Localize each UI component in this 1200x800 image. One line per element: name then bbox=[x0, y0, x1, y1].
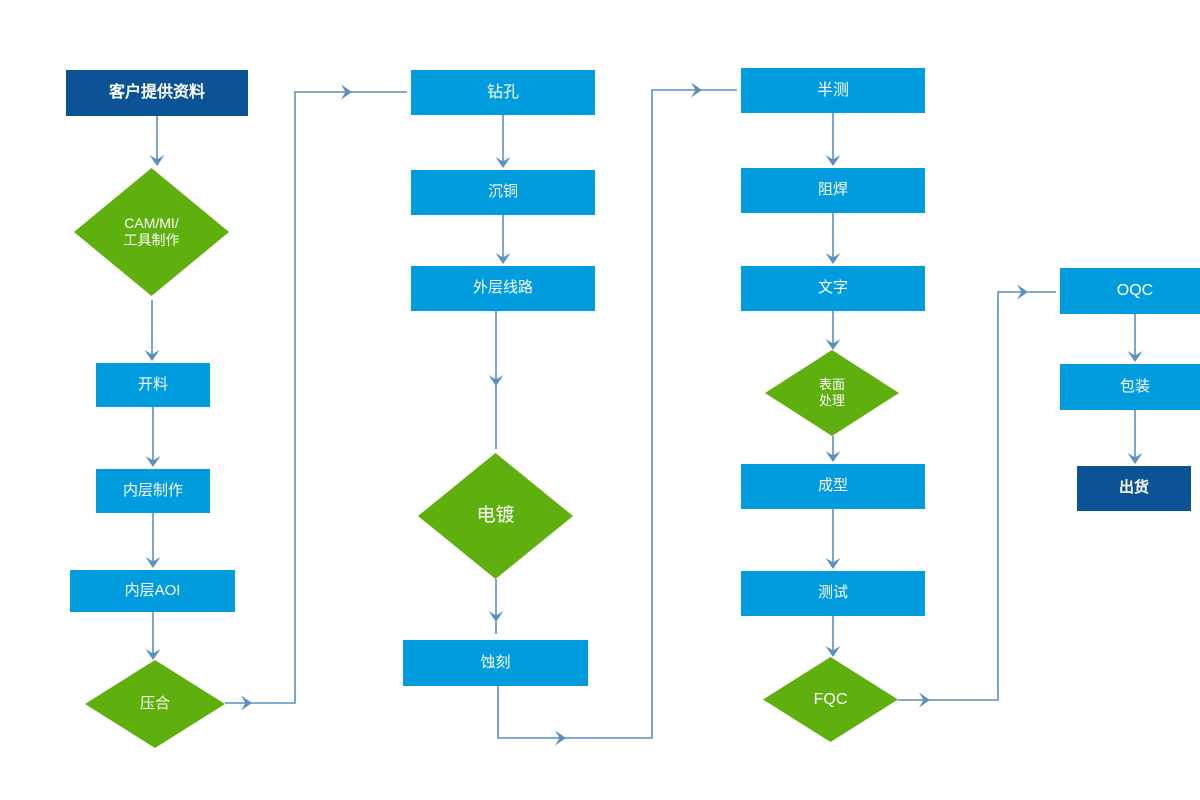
diamond-shape bbox=[418, 453, 573, 579]
diamond-shape bbox=[763, 657, 898, 742]
node-n19[interactable]: OQC bbox=[1060, 268, 1200, 314]
diamond-shape bbox=[74, 168, 229, 296]
node-n05[interactable]: 内层AOI bbox=[70, 570, 235, 612]
node-n01[interactable]: 客户提供资料 bbox=[66, 70, 248, 116]
node-n17[interactable]: 测试 bbox=[741, 571, 925, 616]
arrowhead bbox=[919, 692, 930, 708]
node-label: 客户提供资料 bbox=[108, 84, 205, 101]
node-label: OQC bbox=[1116, 282, 1154, 299]
connector-n04-to-n05 bbox=[145, 513, 161, 568]
node-label: 出货 bbox=[1118, 479, 1149, 497]
node-n09[interactable]: 外层线路 bbox=[411, 266, 595, 311]
connector-n20-to-n21 bbox=[1127, 410, 1143, 464]
arrowhead bbox=[149, 155, 165, 166]
connector-n08-to-n09 bbox=[495, 215, 511, 264]
node-label: 内层制作 bbox=[122, 481, 183, 499]
node-label: 文字 bbox=[817, 279, 848, 297]
diamond-shape bbox=[85, 660, 225, 748]
connector-n15-to-n16 bbox=[825, 436, 841, 462]
node-n08[interactable]: 沉铜 bbox=[411, 170, 595, 215]
arrowhead bbox=[1017, 284, 1028, 300]
connector-n02-to-n03 bbox=[144, 300, 160, 361]
node-n07[interactable]: 钻孔 bbox=[411, 70, 595, 115]
node-label: 沉铜 bbox=[487, 183, 518, 201]
arrowhead bbox=[691, 82, 702, 98]
arrowhead bbox=[825, 339, 841, 350]
connector-n17-to-n18 bbox=[825, 616, 841, 657]
node-label: 阻焊 bbox=[817, 181, 848, 199]
arrowhead bbox=[1127, 351, 1143, 362]
arrowhead bbox=[555, 730, 566, 746]
arrowhead bbox=[1127, 453, 1143, 464]
arrowhead bbox=[825, 558, 841, 569]
connector-n11-to-n12 bbox=[497, 82, 737, 746]
connector-n16-to-n17 bbox=[825, 509, 841, 569]
arrowhead bbox=[825, 646, 841, 657]
node-label: 成型 bbox=[817, 477, 848, 495]
connector-n18-to-n19 bbox=[898, 284, 1056, 708]
node-n11[interactable]: 蚀刻 bbox=[403, 640, 588, 686]
node-label: 半测 bbox=[816, 81, 849, 99]
node-n14[interactable]: 文字 bbox=[741, 266, 925, 311]
node-n06[interactable]: 压合 bbox=[85, 660, 225, 748]
node-label: 测试 bbox=[817, 584, 848, 602]
arrowhead bbox=[341, 84, 352, 100]
arrowhead bbox=[145, 649, 161, 660]
node-n15[interactable]: 表面 处理 bbox=[765, 350, 899, 436]
arrowhead bbox=[825, 451, 841, 462]
arrowhead bbox=[488, 375, 504, 386]
connector-n14-to-n15 bbox=[825, 311, 841, 350]
arrowhead bbox=[145, 557, 161, 568]
connector-n07-to-n08 bbox=[495, 115, 511, 168]
connector-n01-to-n02 bbox=[149, 116, 165, 166]
node-n21[interactable]: 出货 bbox=[1077, 466, 1191, 511]
arrowhead bbox=[144, 350, 160, 361]
connector-n19-to-n20 bbox=[1127, 314, 1143, 362]
node-label: 开料 bbox=[137, 375, 168, 393]
node-label: 外层线路 bbox=[472, 279, 533, 297]
node-n10[interactable]: 电镀 bbox=[418, 453, 573, 579]
node-label: 钻孔 bbox=[486, 83, 519, 101]
arrowhead bbox=[495, 157, 511, 168]
arrowhead bbox=[825, 253, 841, 264]
connector-n13-to-n14 bbox=[825, 213, 841, 264]
connector-n12-to-n13 bbox=[825, 113, 841, 166]
arrowhead bbox=[145, 456, 161, 467]
arrowhead bbox=[825, 155, 841, 166]
arrowhead bbox=[495, 253, 511, 264]
node-n12[interactable]: 半测 bbox=[741, 68, 925, 113]
arrowhead bbox=[241, 695, 252, 711]
connector-n05-to-n06 bbox=[145, 612, 161, 660]
diamond-shape bbox=[765, 350, 899, 436]
node-n18[interactable]: FQC bbox=[763, 657, 898, 742]
node-n02[interactable]: CAM/MI/ 工具制作 bbox=[74, 168, 229, 296]
node-n20[interactable]: 包装 bbox=[1060, 364, 1200, 410]
connector-n03-to-n04 bbox=[145, 407, 161, 467]
node-label: 蚀刻 bbox=[480, 653, 511, 671]
node-label: 内层AOI bbox=[124, 581, 181, 599]
arrowhead bbox=[488, 611, 504, 622]
node-n16[interactable]: 成型 bbox=[741, 464, 925, 509]
connector-n10-to-n11 bbox=[488, 579, 504, 634]
connector-n06-to-n07 bbox=[225, 84, 407, 711]
connector-n09-to-n10 bbox=[488, 311, 504, 449]
node-n13[interactable]: 阻焊 bbox=[741, 168, 925, 213]
node-label: 包装 bbox=[1119, 377, 1150, 395]
node-n03[interactable]: 开料 bbox=[96, 363, 210, 407]
node-n04[interactable]: 内层制作 bbox=[96, 469, 210, 513]
